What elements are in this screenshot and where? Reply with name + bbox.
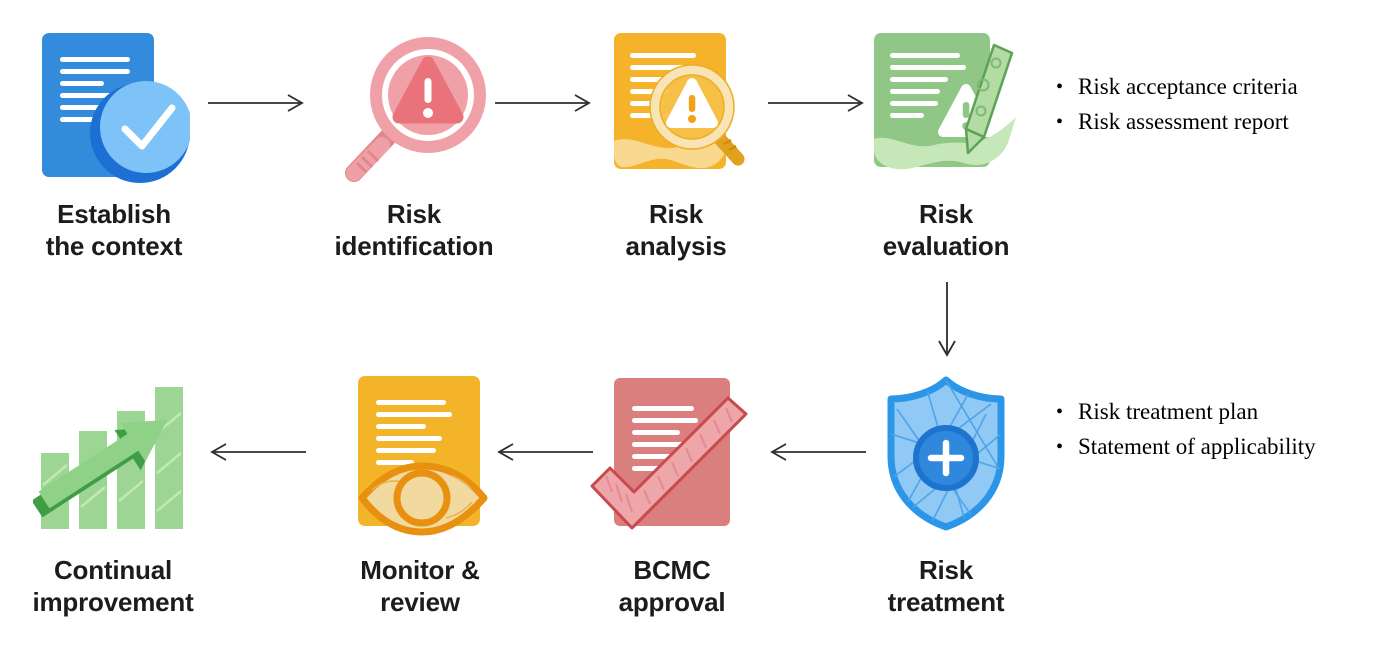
step-label: Continual improvement <box>32 555 194 617</box>
step-bcmc-approval: BCMC approval <box>552 370 792 618</box>
document-checkmark-icon <box>590 378 748 530</box>
arrow-down-icon <box>938 282 956 357</box>
list-item: Risk treatment plan <box>1056 395 1316 430</box>
document-eye-icon <box>358 376 488 536</box>
magnifier-warning-icon <box>345 37 486 182</box>
arrow-right-icon <box>768 94 864 112</box>
list-item: Risk acceptance criteria <box>1056 70 1298 105</box>
document-check-icon <box>42 33 190 183</box>
document-magnifier-warning-icon <box>614 33 745 169</box>
growth-arrow-icon <box>33 387 183 529</box>
step-establish-context: Establish the context <box>0 26 234 262</box>
document-pencil-warning-icon <box>874 33 1016 170</box>
risk-evaluation-outputs: Risk acceptance criteria Risk assessment… <box>1056 70 1298 140</box>
arrow-right-icon <box>208 94 304 112</box>
step-label: BCMC approval <box>618 555 726 617</box>
list-item: Statement of applicability <box>1056 430 1316 465</box>
step-risk-analysis: Risk analysis <box>556 26 796 262</box>
arrow-right-icon <box>495 94 591 112</box>
arrow-left-icon <box>497 443 593 461</box>
arrow-left-icon <box>210 443 306 461</box>
step-risk-identification: Risk identification <box>294 26 534 262</box>
list-item: Risk assessment report <box>1056 105 1298 140</box>
step-risk-evaluation: Risk evaluation <box>826 26 1066 262</box>
step-risk-treatment: Risk treatment <box>826 370 1066 618</box>
step-monitor-review: Monitor & review <box>300 370 540 618</box>
step-label: Risk treatment <box>887 555 1005 617</box>
step-label: Establish the context <box>45 199 183 261</box>
step-label: Risk analysis <box>625 199 727 261</box>
risk-treatment-outputs: Risk treatment plan Statement of applica… <box>1056 395 1316 465</box>
step-label: Risk identification <box>334 199 494 261</box>
step-label: Monitor & review <box>360 555 480 617</box>
shield-plus-icon <box>887 376 1005 531</box>
step-continual-improvement: Continual improvement <box>0 370 233 618</box>
arrow-left-icon <box>770 443 866 461</box>
step-label: Risk evaluation <box>882 199 1010 261</box>
